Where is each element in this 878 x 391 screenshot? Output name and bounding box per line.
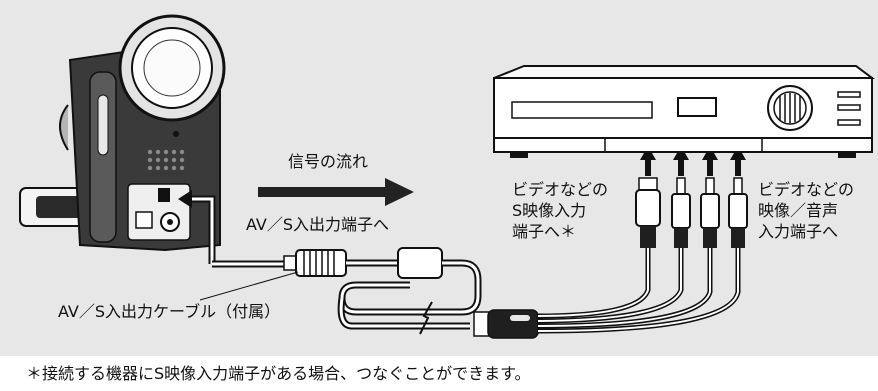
vcr-foot-right (838, 152, 856, 158)
diagram-drawing (19, 14, 875, 339)
cable-insert-arrow (178, 190, 192, 208)
video-audio-input-line3: 入力端子へ (758, 222, 839, 241)
mini-plug-tip (283, 255, 297, 271)
signal-flow-label: 信号の流れ (288, 152, 369, 171)
s-video-input-line2: S映像入力 (512, 201, 587, 220)
vcr-display (677, 97, 717, 117)
s-video-input-label: ビデオなどの S映像入力 端子へ＊ (512, 179, 608, 242)
cable-label: AV／S入出力ケーブル（付属） (58, 302, 281, 321)
video-audio-input-label: ビデオなどの 映像／音声 入力端子へ (758, 179, 854, 242)
camcorder-illustration (19, 14, 226, 252)
av-s-terminal (158, 188, 170, 202)
vcr-top (493, 65, 875, 79)
video-recorder-illustration (493, 65, 875, 158)
speaker-grill (147, 149, 185, 171)
camcorder-side-bump (59, 104, 69, 151)
cable-break-mark (419, 301, 433, 335)
av-terminal-label: AV／S入出力端子へ (246, 215, 390, 234)
camcorder-grip (89, 71, 117, 243)
rca-plug-audio-right (728, 177, 748, 248)
insert-arrows (640, 146, 746, 176)
vcr-base (493, 137, 873, 153)
video-audio-input-line1: ビデオなどの (758, 180, 855, 199)
output-plugs (635, 146, 748, 248)
s-video-plug (635, 177, 661, 248)
dc-terminal (135, 211, 153, 229)
vcr-foot-left (510, 152, 528, 158)
rca-plug-audio-left (700, 177, 720, 248)
rca-plug-video (671, 177, 691, 248)
lens-inner (143, 39, 201, 97)
cable-splitter (487, 309, 539, 339)
camcorder-led (173, 131, 179, 137)
footnote: ＊接続する機器にS映像入力端子がある場合、つなぐことができます。 (26, 364, 531, 383)
ferrite-core (397, 247, 443, 279)
s-video-input-line1: ビデオなどの (512, 180, 609, 199)
s-video-input-line3: 端子へ＊ (512, 222, 577, 241)
signal-flow-arrow (258, 178, 414, 206)
av-s-cable (178, 190, 741, 339)
video-audio-input-line2: 映像／音声 (758, 201, 839, 220)
cable-label-leader (199, 271, 299, 301)
tape-slot (511, 101, 653, 119)
camcorder-grip-slot (97, 94, 109, 156)
